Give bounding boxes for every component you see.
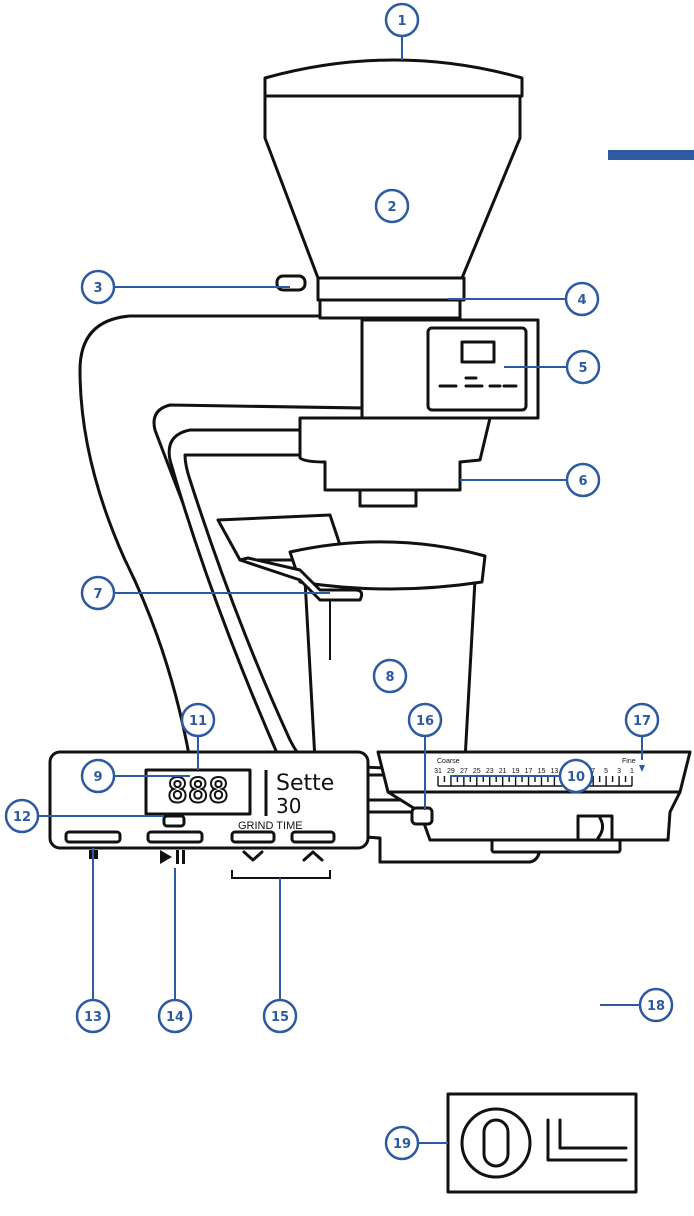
play-pause-icon [160,850,172,864]
hopper-ring [318,298,462,320]
callout-4-circle [564,281,600,317]
scale-number: 17 [525,768,533,775]
scale-number: 15 [538,768,546,775]
callout-7-circle [80,575,116,611]
callout-19-circle [384,1125,420,1161]
callout-6-circle [565,462,601,498]
leader-lines [38,36,643,1144]
callout-17: 17 [633,714,651,729]
scale-number: 3 [617,768,621,775]
fine-label: Fine [622,758,636,765]
brand-label: Sette [276,771,334,796]
scale-number: 7 [591,768,595,775]
switch-knob[interactable] [482,1118,510,1168]
callout-8-circle [372,658,408,694]
grind-time-down-button[interactable] [230,830,276,844]
callout-11-circle [180,702,216,738]
callout-10-circle [558,758,594,794]
collar-foot [490,838,622,854]
hopper [263,94,522,280]
grind-time-label: GRIND TIME [238,820,303,832]
pause-bar-left [176,850,179,864]
grind-indicator-arrow-icon [639,765,645,772]
callout-17-circle [624,702,660,738]
callout-15-circle [262,998,298,1034]
callout-16: 16 [416,714,434,729]
scale-number: 5 [604,768,608,775]
callout-13: 13 [84,1010,102,1025]
callout-14-circle [157,998,193,1034]
digit-window [144,768,252,816]
scale-number: 13 [551,768,559,775]
callout-19: 19 [393,1137,411,1152]
control-panel [426,326,528,412]
chevron-up-icon [302,850,324,862]
hopper-lid [263,58,524,98]
cup-lip [288,540,487,591]
collar-tab [410,806,434,826]
grinder-illustration [78,58,542,864]
callout-1: 1 [397,14,406,29]
callout-18-circle [638,987,674,1023]
callout-10: 10 [567,770,585,785]
callout-13-circle [75,998,111,1034]
grind-scale-detail: Coarse Fine 312927252321191715131197531 [376,750,692,854]
pause-bar-right [182,850,185,864]
callout-6: 6 [578,474,587,489]
callout-9: 9 [93,770,102,785]
adjust-ring [576,814,614,842]
scale-number: 29 [447,768,455,775]
mini-buttons [438,376,518,388]
callout-4: 4 [577,293,586,308]
switch-detail [446,1092,638,1194]
scale-number: 31 [434,768,442,775]
callout-11: 11 [189,714,207,729]
callout-15: 15 [271,1010,289,1025]
callout-9-circle [80,758,116,794]
holder-arm [238,556,364,602]
grind-time-bracket [231,870,331,879]
hopper-collar [316,276,466,302]
callout-5: 5 [578,361,587,376]
callout-12: 12 [13,810,31,825]
grind-outlet [298,416,492,492]
scale-number: 1 [630,768,634,775]
scale-number: 27 [460,768,468,775]
mini-display [460,340,496,364]
chevron-down-icon [242,850,264,862]
indicator-led [162,814,186,828]
accent-bar [608,150,694,160]
callout-3: 3 [93,281,102,296]
callout-5-circle [565,349,601,385]
scale-number: 19 [512,768,520,775]
adjust-ring-grip [596,816,605,840]
scale-number: 21 [499,768,507,775]
callout-2-circle [374,188,410,224]
callout-2: 2 [387,200,396,215]
callout-18: 18 [647,999,665,1014]
callout-3-circle [80,269,116,305]
callout-7: 7 [93,587,102,602]
callout-8: 8 [385,670,394,685]
scale-number: 23 [486,768,494,775]
callout-16-circle [407,702,443,738]
callout-12-circle [4,798,40,834]
callout-14: 14 [166,1010,184,1025]
stop-button[interactable] [64,830,122,844]
callout-1-circle [384,2,420,38]
grind-time-up-button[interactable] [290,830,336,844]
model-label: 30 [276,794,301,818]
coarse-label: Coarse [437,758,460,765]
switch-slot-inner [558,1118,628,1150]
outlet-nozzle [358,488,418,508]
play-pause-button[interactable] [146,830,204,844]
switch-slot-outer [546,1118,628,1162]
scale-number: 25 [473,768,481,775]
